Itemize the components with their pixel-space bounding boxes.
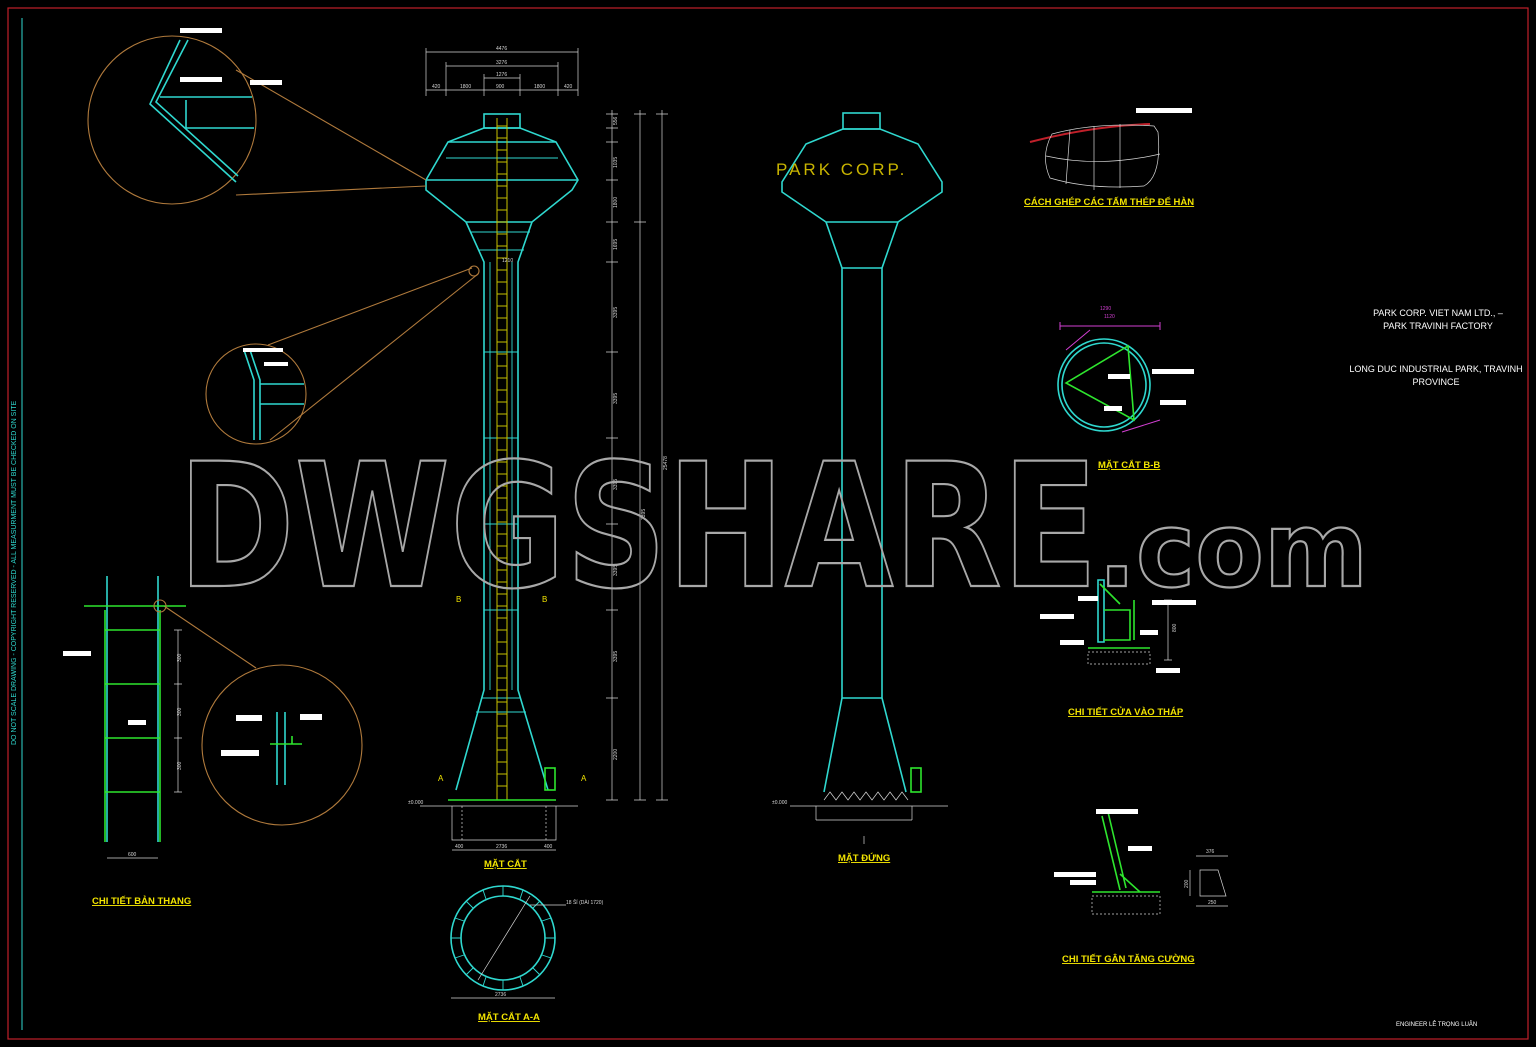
svg-text:800: 800 bbox=[1172, 623, 1178, 632]
detail-tank-edge bbox=[87, 28, 427, 205]
dim-total-height: 25478 bbox=[663, 456, 669, 470]
svg-text:250: 250 bbox=[1208, 900, 1217, 906]
title-stiffener-detail: CHI TIẾT GÂN TĂNG CƯỜNG bbox=[1062, 953, 1195, 965]
elevation-view: PARK CORP. ±0.000 MẶT ĐỨNG bbox=[772, 112, 948, 864]
outer-border bbox=[7, 7, 1529, 1040]
watermark-suffix: .com bbox=[1098, 489, 1368, 611]
svg-text:1800: 1800 bbox=[613, 197, 619, 208]
dim-base-left: 400 bbox=[455, 844, 464, 850]
side-note: DO NOT SCALE DRAWING - COPYRIGHT RESERVE… bbox=[11, 400, 18, 745]
title-plate-joint: CÁCH GHÉP CÁC TẤM THÉP ĐỂ HÀN bbox=[1024, 196, 1194, 208]
engineer-name: ENGINEER LÊ TRỌNG LUÂN bbox=[1396, 1020, 1477, 1028]
svg-text:3395: 3395 bbox=[613, 565, 619, 576]
dim-seg-3: 900 bbox=[496, 84, 505, 90]
section-shaft-left bbox=[455, 221, 485, 791]
title-ladder-detail: CHI TIẾT BẢN THANG bbox=[92, 895, 191, 907]
title-door-detail: CHI TIẾT CỬA VÀO THÁP bbox=[1068, 706, 1184, 718]
elevation-level: ±0.000 bbox=[772, 800, 787, 806]
section-level: ±0.000 bbox=[408, 800, 423, 806]
svg-text:300: 300 bbox=[177, 653, 183, 662]
plate-joint-detail: CÁCH GHÉP CÁC TẤM THÉP ĐỂ HÀN bbox=[1024, 108, 1194, 208]
dim-top-inner: 3276 bbox=[496, 60, 507, 66]
door-detail: 800 CHI TIẾT CỬA VÀO THÁP bbox=[1040, 579, 1196, 718]
section-mark-b-right: B bbox=[542, 595, 547, 604]
elevation-top-cap bbox=[842, 112, 881, 130]
dim-bb-width: 1290 bbox=[1100, 306, 1111, 312]
elevation-shaft-left bbox=[823, 221, 843, 793]
dim-top-overall: 4476 bbox=[496, 46, 507, 52]
dim-bb-inner: 1120 bbox=[1104, 314, 1115, 320]
section-bb-detail: 1290 1120 MẶT CẮT B-B bbox=[1057, 306, 1194, 471]
svg-text:300: 300 bbox=[177, 707, 183, 716]
elevation-shaft-right bbox=[881, 221, 907, 793]
section-mark-a-right: A bbox=[581, 774, 587, 783]
detail-ladder-bolt bbox=[163, 605, 363, 826]
svg-text:300: 300 bbox=[177, 761, 183, 770]
dim-seg-5: 420 bbox=[564, 84, 573, 90]
svg-text:3395: 3395 bbox=[613, 479, 619, 490]
top-dimensions: 4476 3276 1276 420 1800 900 1800 420 bbox=[425, 46, 579, 96]
tower-sign: PARK CORP. bbox=[776, 160, 907, 179]
dim-seg-1: 420 bbox=[432, 84, 441, 90]
detail-neck bbox=[205, 265, 480, 445]
ladder-detail: 300 300 300 600 CHI TIẾT BẢN THANG bbox=[63, 576, 191, 907]
svg-text:3395: 3395 bbox=[613, 307, 619, 318]
address-line-1: LONG DUC INDUSTRIAL PARK, TRAVINH bbox=[1349, 364, 1522, 374]
svg-text:376: 376 bbox=[1206, 849, 1215, 855]
title-section-bb: MẶT CẮT B-B bbox=[1098, 460, 1160, 471]
aa-ring-stiffeners bbox=[451, 886, 555, 990]
svg-text:1695: 1695 bbox=[613, 239, 619, 250]
dim-aa-width: 2736 bbox=[495, 992, 506, 998]
dim-base-right: 400 bbox=[544, 844, 553, 850]
vertical-dimensions: 556 1035 1800 1695 3395 3395 3395 3395 3… bbox=[502, 110, 669, 801]
aa-callout: 18 ŠÍ (DÀI 1720) bbox=[566, 899, 604, 906]
title-elevation: MẶT ĐỨNG bbox=[838, 852, 890, 864]
dim-ladder-width: 600 bbox=[128, 852, 137, 858]
svg-text:556: 556 bbox=[613, 116, 619, 125]
company-line-2: PARK TRAVINH FACTORY bbox=[1383, 321, 1493, 331]
watermark-main: DWGSHARE bbox=[178, 426, 1098, 627]
dim-top-cap: 1276 bbox=[496, 72, 507, 78]
address-line-2: PROVINCE bbox=[1412, 377, 1459, 387]
shaft-rings bbox=[470, 231, 530, 713]
svg-text:200: 200 bbox=[1184, 879, 1190, 888]
section-mark-a-left: A bbox=[438, 774, 444, 783]
title-section-aa: MẶT CẮT A-A bbox=[478, 1012, 540, 1023]
section-shaft-right bbox=[517, 221, 549, 791]
svg-text:3395: 3395 bbox=[613, 651, 619, 662]
svg-text:1035: 1035 bbox=[613, 157, 619, 168]
svg-text:3395: 3395 bbox=[613, 393, 619, 404]
title-block: PARK CORP. VIET NAM LTD., – PARK TRAVINH… bbox=[1349, 308, 1522, 1028]
dim-neck: 1210 bbox=[502, 258, 513, 264]
company-line-1: PARK CORP. VIET NAM LTD., – bbox=[1373, 308, 1503, 318]
dim-seg-4: 1800 bbox=[534, 84, 545, 90]
section-aa-view: 18 ŠÍ (DÀI 1720) 2736 MẶT CẮT A-A bbox=[450, 885, 604, 1023]
section-ladder bbox=[496, 118, 508, 800]
section-view: 4476 3276 1276 420 1800 900 1800 420 bbox=[408, 46, 669, 870]
dim-seg-2: 1800 bbox=[460, 84, 471, 90]
svg-text:2200: 2200 bbox=[613, 749, 619, 760]
title-section: MẶT CẮT bbox=[484, 859, 527, 870]
dim-base-width: 2736 bbox=[496, 844, 507, 850]
stiffener-detail: 376 250 200 CHI TIẾT GÂN TĂNG CƯỜNG bbox=[1054, 809, 1228, 965]
section-mark-b-left: B bbox=[456, 595, 461, 604]
svg-text:3395: 3395 bbox=[641, 509, 647, 520]
